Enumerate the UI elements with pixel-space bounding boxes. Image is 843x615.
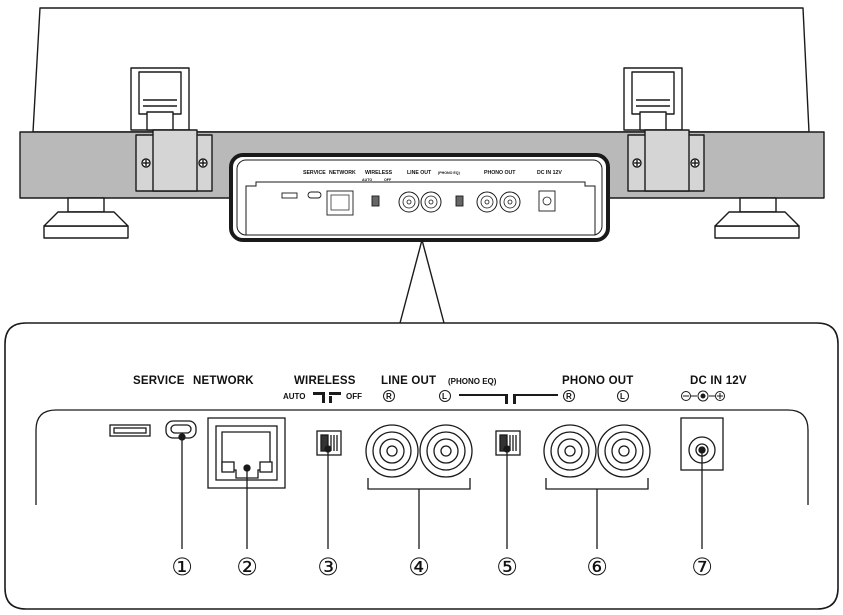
small-label-service: SERVICE	[303, 170, 326, 176]
micro-usb-port	[165, 420, 197, 439]
phono-eq-switch-glyph	[459, 394, 558, 404]
label-phono-out: PHONO OUT	[562, 375, 633, 387]
callout-3: ③	[317, 554, 339, 581]
callout-6: ⑥	[586, 554, 608, 581]
line-out-l-mark: L	[442, 392, 447, 401]
label-service: SERVICE	[133, 375, 185, 387]
label-phono-eq: (PHONO EQ)	[448, 377, 497, 386]
line-out-l-jack	[419, 424, 473, 478]
label-auto: AUTO	[283, 392, 306, 401]
phono-out-r-jack	[543, 424, 597, 478]
dc-in-jack	[680, 417, 724, 471]
label-dc-in: DC IN 12V	[690, 375, 747, 387]
small-label-auto: AUTO	[362, 178, 372, 182]
label-network: NETWORK	[193, 375, 254, 387]
left-foot	[43, 197, 129, 239]
service-port	[109, 424, 151, 437]
left-hinge-plate	[135, 129, 213, 192]
right-hinge-plate	[627, 129, 705, 192]
small-label-line-out: LINE OUT	[407, 170, 432, 176]
line-out-r-mark: R	[386, 392, 392, 401]
label-wireless: WIRELESS	[294, 375, 356, 387]
small-label-off: OFF	[384, 178, 392, 182]
line-out-channel-marks	[383, 390, 629, 402]
callout-5: ⑤	[496, 554, 518, 581]
callout-1: ①	[171, 554, 193, 581]
terminal-block-small-labels: SERVICE NETWORK WIRELESS AUTO OFF LINE O…	[303, 170, 562, 182]
right-foot	[714, 197, 800, 239]
small-label-dc-in: DC IN 12V	[537, 170, 562, 176]
left-hinge	[130, 67, 190, 131]
phono-out-r-mark: R	[566, 392, 572, 401]
callout-4: ④	[408, 554, 430, 581]
small-label-network: NETWORK	[329, 170, 356, 176]
wireless-switch-glyph	[313, 392, 341, 403]
phono-out-l-mark: L	[620, 392, 625, 401]
small-label-wireless: WIRELESS	[365, 170, 393, 176]
small-label-phono-eq: (PHONO EQ)	[438, 171, 461, 175]
phono-out-l-jack	[597, 424, 651, 478]
line-out-r-jack	[365, 424, 419, 478]
callout-7: ⑦	[691, 554, 713, 581]
callout-leaders	[178, 433, 706, 549]
callout-numbers: ① ② ③ ④ ⑤ ⑥ ⑦	[171, 554, 713, 581]
terminal-panel-enlarged: SERVICE NETWORK WIRELESS AUTO OFF LINE O…	[4, 322, 839, 610]
right-hinge	[623, 67, 683, 131]
zoom-indicator	[399, 239, 445, 324]
label-line-out: LINE OUT	[381, 375, 436, 387]
panel-recess	[35, 409, 809, 505]
network-port	[207, 417, 286, 489]
label-off: OFF	[346, 392, 362, 401]
terminal-block-small	[229, 153, 610, 242]
turntable-rear-view	[19, 7, 825, 239]
zoom-frame	[4, 322, 839, 610]
dc-polarity-icon	[681, 390, 725, 402]
callout-2: ②	[236, 554, 258, 581]
small-label-phono-out: PHONO OUT	[484, 170, 516, 176]
